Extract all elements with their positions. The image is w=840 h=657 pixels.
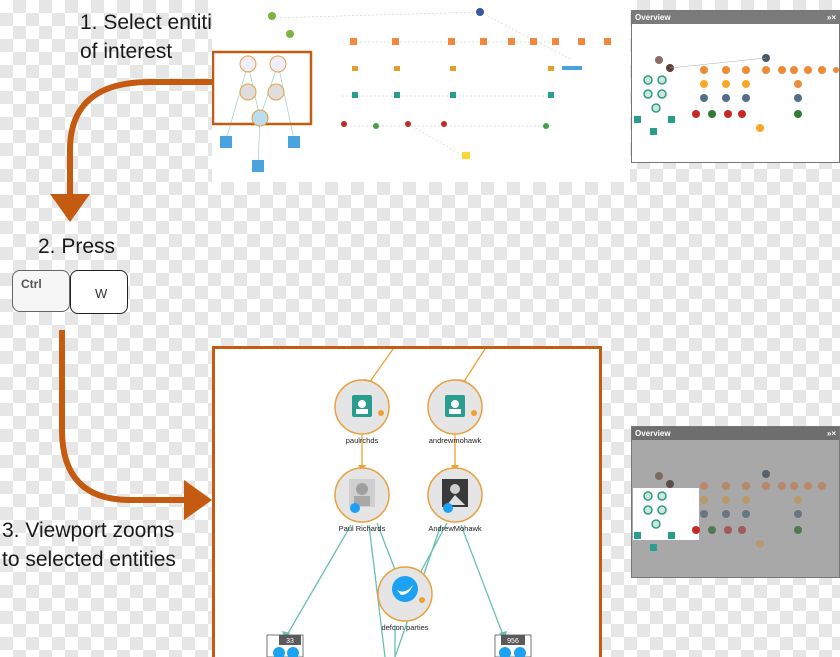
step-3-line-2: to selected entities (2, 548, 176, 571)
entity-node-andrewmohawk-profile (427, 467, 483, 523)
entity-label-paul-richards: Paul Richards (339, 524, 386, 533)
ctrl-key: Ctrl (12, 270, 70, 312)
entity-node-paulrchds (334, 379, 390, 435)
arrow-2-head (184, 480, 212, 520)
entity-node-defcon-parties (377, 566, 433, 622)
entity-node-paul-richards (334, 467, 390, 523)
mini-person-icons (268, 12, 294, 38)
graph-top-svg (211, 8, 611, 172)
count-badge-left: 33 (266, 634, 304, 657)
arrow-1-path (67, 79, 212, 196)
overview-title-bottom: Overview (635, 429, 671, 438)
overview-minimap-bottom (634, 470, 826, 551)
overview-minimap-top (634, 54, 839, 135)
mini-highlight-bar (562, 66, 582, 70)
w-key-label: W (95, 286, 108, 301)
step-1-line-1: 1. Select entities (80, 11, 235, 34)
overview-panel-top[interactable]: Overview »× (631, 10, 840, 163)
overview-title-top: Overview (635, 13, 671, 22)
count-badge-right-text: 956 (507, 638, 519, 645)
w-key: W (70, 270, 128, 314)
zoomed-graph-svg: paulrchds andrewmohawk Paul Richards And… (266, 349, 532, 657)
ctrl-key-label: Ctrl (21, 277, 42, 291)
entity-label-andrewmohawk-profile: AndrewMohawk (428, 524, 482, 533)
count-badge-right: 956 (494, 634, 532, 657)
entity-label-andrewmohawk: andrewmohawk (429, 436, 482, 445)
count-badge-left-text: 33 (286, 638, 294, 645)
mini-green-entities (373, 123, 549, 129)
mini-red-pins (341, 121, 447, 127)
arrow-1-head (50, 194, 90, 222)
entity-label-paulrchds: paulrchds (346, 436, 379, 445)
entity-label-defcon-parties: defcon parties (381, 623, 428, 632)
arrow-2-path (59, 330, 186, 503)
overview-header-top: Overview »× (632, 11, 839, 24)
mini-note-icon (462, 152, 470, 159)
overview-collapse-icon-bottom[interactable]: »× (826, 429, 836, 438)
mini-globe-icon (476, 8, 484, 16)
overview-header-bottom: Overview »× (632, 427, 839, 440)
mini-orange-entities (350, 38, 611, 45)
overview-panel-bottom[interactable]: Overview »× (631, 426, 840, 578)
overview-collapse-icon-top[interactable]: »× (826, 13, 836, 22)
entity-node-andrewmohawk (427, 379, 483, 435)
step-3-text: 3. Viewport zooms to selected entities (2, 516, 176, 574)
mini-teal-entities (352, 92, 554, 98)
mini-twitter-badges (220, 136, 300, 172)
zoomed-viewport[interactable]: paulrchds andrewmohawk Paul Richards And… (212, 346, 602, 657)
graph-canvas-top[interactable] (211, 0, 630, 182)
mini-yellow-entities (352, 66, 554, 71)
step-1-line-2: of interest (80, 40, 173, 63)
step-2-text: 2. Press (38, 235, 116, 258)
selected-entities-mini (239, 55, 287, 127)
step-3-line-1: 3. Viewport zooms (2, 519, 175, 542)
step-1-text: 1. Select entities of interest (80, 8, 234, 66)
